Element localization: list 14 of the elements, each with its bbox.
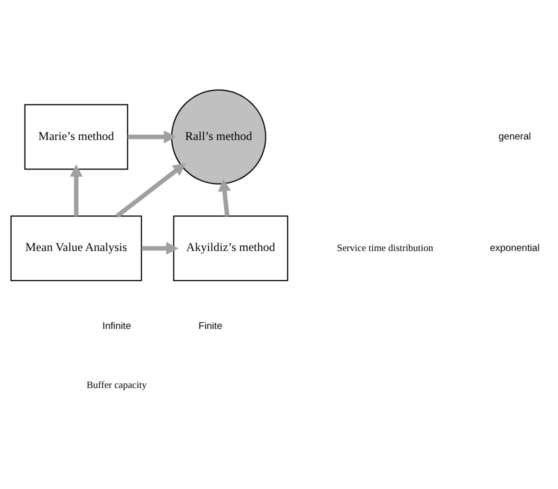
- arrow: [70, 164, 83, 216]
- arrow: [142, 242, 178, 255]
- label: Buffer capacity: [86, 380, 147, 392]
- arrow: [116, 163, 186, 218]
- label: exponential: [490, 242, 540, 254]
- arrow: [218, 178, 231, 216]
- label: Service time distribution: [336, 242, 434, 254]
- arrow: [128, 130, 176, 144]
- node-box: Akyildiz’s method: [173, 216, 288, 282]
- label: general: [498, 131, 531, 142]
- label: Infinite: [102, 320, 132, 332]
- node-box: Marie’s method: [24, 104, 128, 170]
- label: Finite: [198, 320, 222, 332]
- node-box: Mean Value Analysis: [10, 216, 142, 282]
